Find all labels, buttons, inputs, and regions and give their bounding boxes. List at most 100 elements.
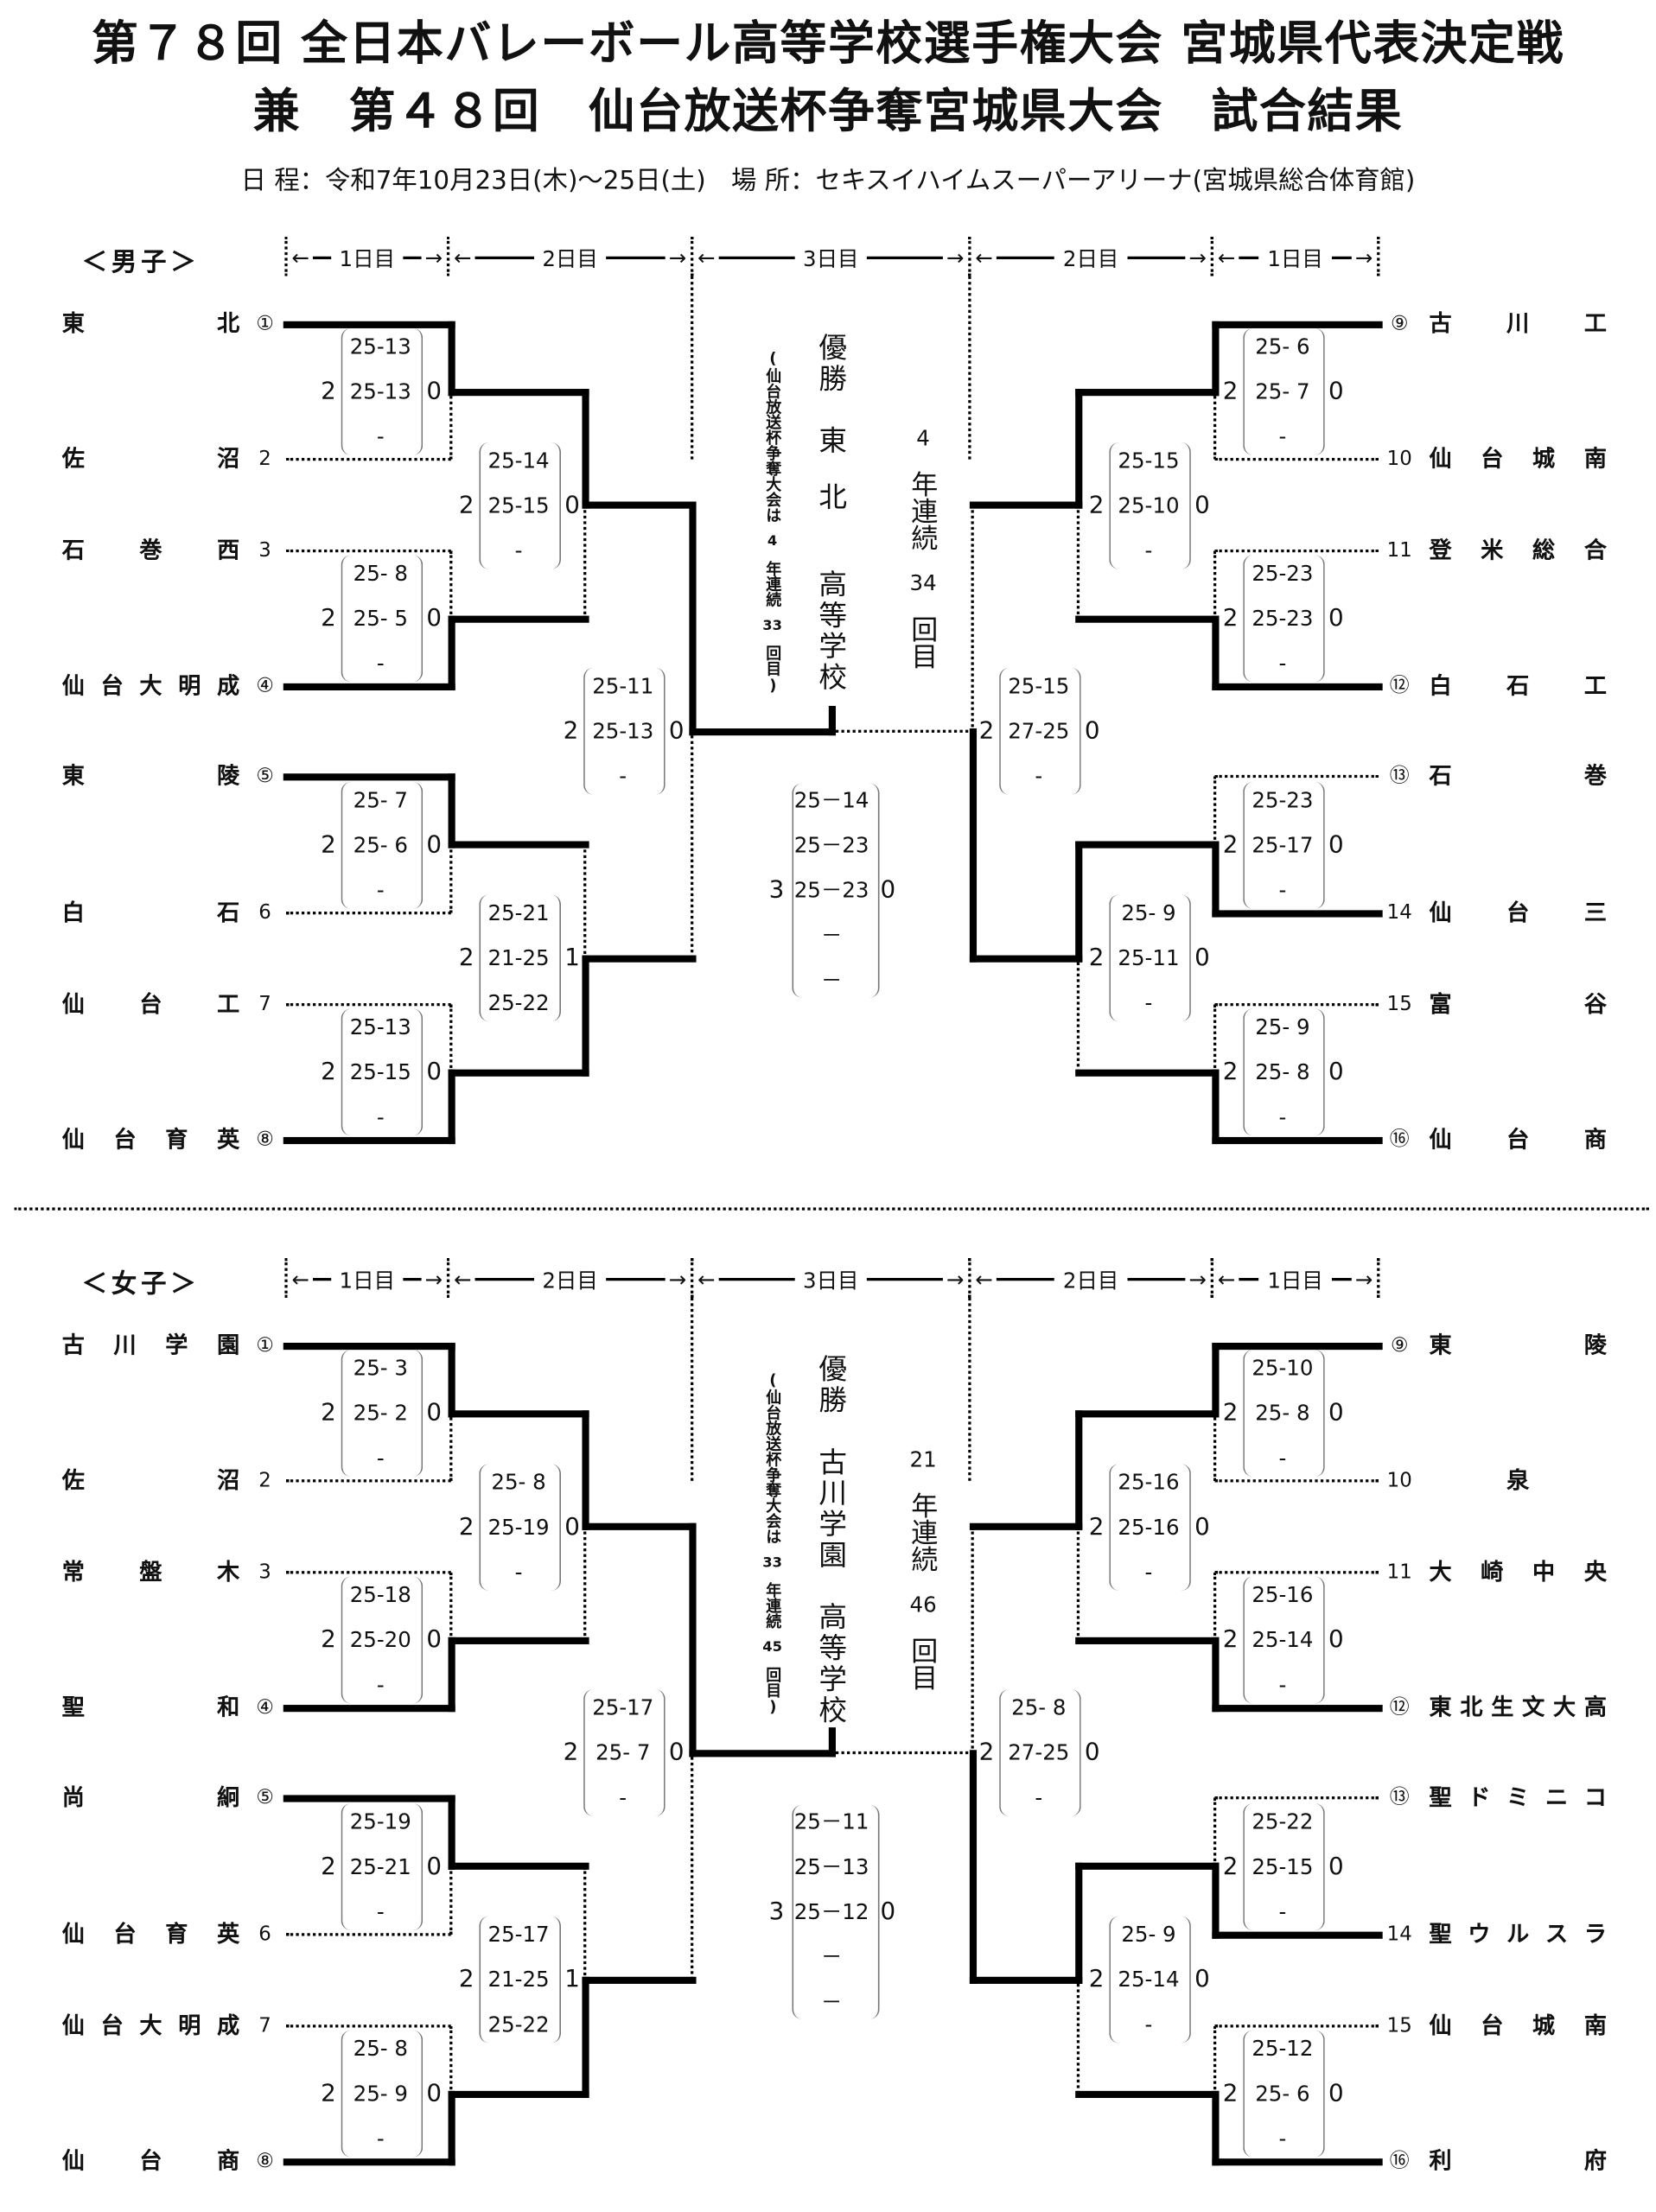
set-score: - [1278, 651, 1287, 677]
bracket-line [581, 955, 589, 1076]
set-score: - [376, 877, 385, 903]
sets-lost: 0 [1328, 830, 1344, 859]
day-range-3: ←3日目→ [697, 244, 964, 272]
bracket-line [1074, 1409, 1082, 1530]
bracket-line [688, 1522, 696, 1758]
streak-text1: 年連続 [907, 470, 939, 551]
arrow-shaft [717, 1277, 795, 1281]
team-name: 佐沼 [61, 445, 240, 473]
arrow-left-icon: ← [975, 245, 993, 271]
bracket-line [1211, 1068, 1219, 1144]
title-line1: 第７８回 全日本バレーボール高等学校選手権大会 宮城県代表決定戦 [91, 15, 1564, 71]
arrow-shaft [1127, 1277, 1187, 1281]
bracket-line-dotted [1213, 2025, 1217, 2094]
arrow-left-icon: ← [1217, 245, 1236, 271]
bracket-line [1211, 1862, 1219, 1938]
set-score: 25-19 [349, 1808, 411, 1834]
set-score: - [376, 1672, 385, 1698]
arrow-shaft [312, 1277, 331, 1281]
team-seed: 15 [1386, 2014, 1412, 2037]
arrow-shaft [312, 256, 331, 260]
sets-won: 2 [1222, 1625, 1239, 1655]
bracket-line [447, 320, 455, 396]
score-box [1243, 327, 1325, 455]
set-score: 25-21 [487, 900, 550, 926]
team-seed: ① [256, 313, 274, 336]
day-label: 1日目 [339, 1267, 396, 1294]
sets-lost: 0 [1084, 717, 1100, 747]
bracket-line [447, 1636, 589, 1644]
day-divider [1210, 236, 1213, 276]
bracket-line-dotted [1214, 1571, 1379, 1574]
team-name: 仙台育英 [61, 1125, 240, 1153]
arrow-shaft [606, 1277, 666, 1281]
set-score: 25- 6 [1255, 334, 1310, 359]
score-box [341, 2030, 424, 2158]
team-name: 仙台大明成 [61, 2012, 240, 2039]
team-name: 石巻西 [61, 537, 240, 564]
set-score: 25-15 [349, 1059, 411, 1085]
bracket-line-dotted [583, 844, 587, 959]
team-seed: 11 [1386, 1560, 1412, 1584]
team-name: 石巻 [1429, 762, 1607, 790]
team-seed: ⑤ [256, 1786, 274, 1809]
sets-lost: 0 [426, 378, 443, 406]
bracket-line [282, 772, 455, 780]
bracket-line [282, 1136, 455, 1144]
arrow-left-icon: ← [454, 245, 472, 271]
bracket-line [282, 2158, 455, 2165]
sets-won: 2 [1222, 1852, 1239, 1881]
arrow-shaft [996, 256, 1055, 260]
streak-years: 4 [916, 425, 930, 451]
team-seed: 3 [258, 1560, 271, 1584]
team-name: 利府 [1429, 2147, 1607, 2175]
champion-suffix: 高等学校 [813, 1602, 848, 1726]
team-seed: 2 [258, 448, 271, 471]
sets-lost: 0 [426, 2079, 443, 2108]
champion-label: 優勝 [813, 1354, 848, 1416]
bracket-line-dotted [1214, 1479, 1379, 1483]
arrow-left-icon: ← [454, 1266, 472, 1293]
bracket-line [447, 1409, 589, 1417]
sets-lost: 0 [880, 876, 896, 905]
sets-won: 2 [321, 2079, 336, 2108]
bracket-line-dotted [1214, 1003, 1379, 1007]
set-score: 25-11 [592, 674, 654, 700]
set-score: 25- 6 [353, 831, 408, 858]
set-score: - [514, 1559, 523, 1585]
set-score: 25－14 [793, 787, 869, 813]
bracket-line-dotted [1076, 505, 1080, 619]
champion-block: 優勝古川学園高等学校 [811, 1354, 853, 1726]
team-name: 登米総合 [1429, 537, 1607, 564]
set-score: - [1278, 877, 1287, 903]
score-box [1243, 2030, 1325, 2158]
bracket-line [1074, 1409, 1219, 1417]
arrow-right-icon: → [668, 1266, 687, 1293]
team-seed: 3 [258, 539, 271, 563]
bracket-line-dotted [831, 1751, 973, 1755]
arrow-shaft [867, 1277, 944, 1281]
bracket-line [1074, 1636, 1219, 1644]
set-score: - [1278, 2126, 1287, 2152]
sets-won: 2 [458, 944, 475, 973]
set-score: 25-13 [349, 334, 411, 359]
bracket-line-dotted [286, 1003, 451, 1007]
set-score: - [376, 2126, 385, 2152]
bracket-line-dotted [971, 1526, 974, 1754]
set-score: 25-17 [487, 1922, 550, 1948]
sets-won: 2 [321, 1399, 336, 1427]
team-name: 聖ドミニコ [1429, 1783, 1607, 1811]
set-score: - [619, 1785, 627, 1811]
schedule-venue: 日 程：令和7年10月23日(木)～25日(土) 場 所：セキスイハイムスーパー… [240, 166, 1416, 196]
set-score: 27-25 [1008, 1740, 1070, 1766]
arrow-right-icon: → [424, 1266, 443, 1293]
bracket-line [969, 1750, 977, 1984]
team-seed: 6 [258, 1923, 271, 1946]
bracket-line [969, 501, 1082, 509]
score-box [583, 668, 666, 796]
bracket-line [1211, 1704, 1382, 1712]
arrow-shaft [717, 256, 795, 260]
bracket-line [1074, 614, 1219, 622]
team-seed: ⑯ [1389, 2150, 1410, 2173]
